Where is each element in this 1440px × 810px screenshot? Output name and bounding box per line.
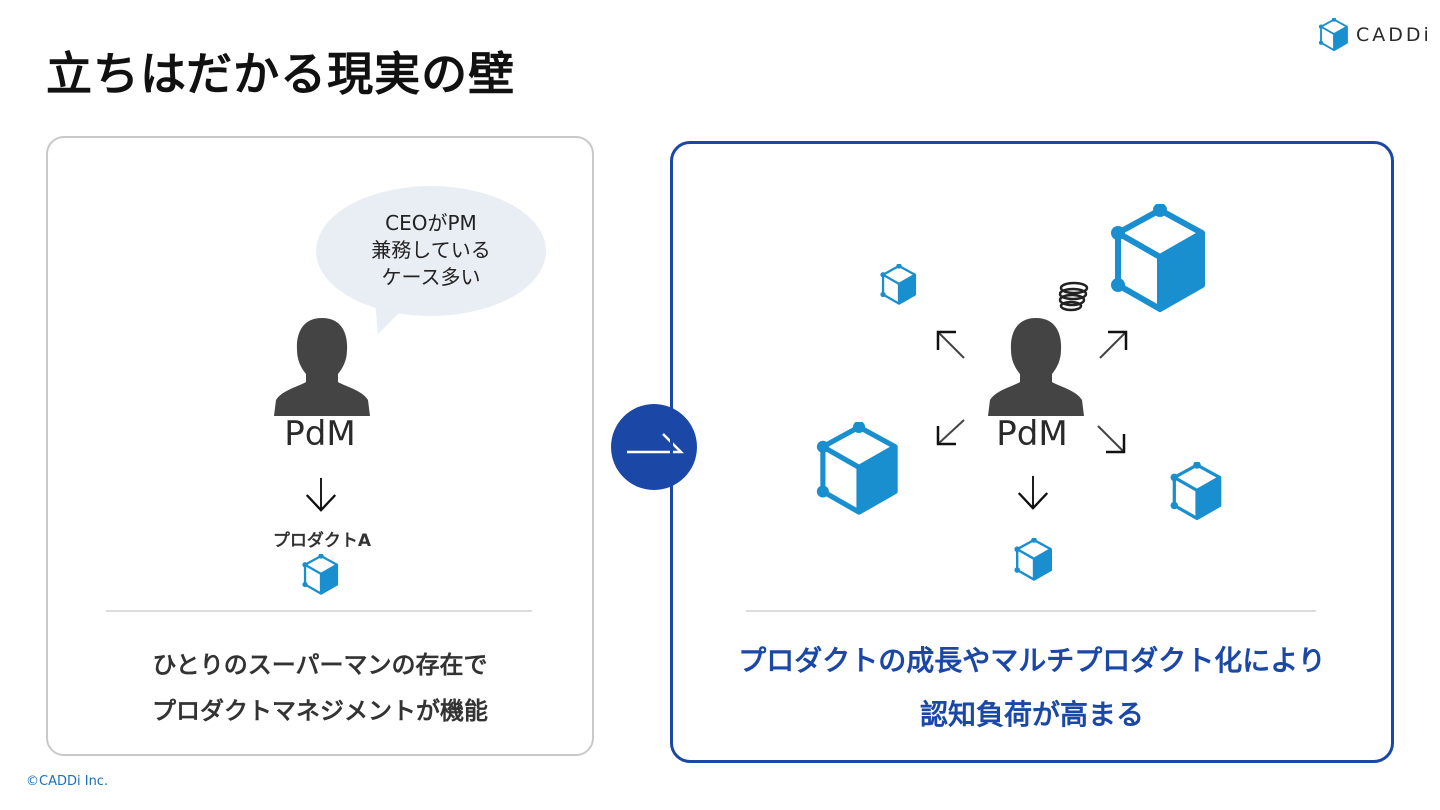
caption-line: 認知負荷が高まる — [919, 698, 1144, 731]
pdm-label: PdM — [996, 414, 1068, 454]
bubble-line: ケース多い — [381, 265, 481, 289]
caddi-cube-icon — [1318, 18, 1350, 52]
right-arrow-icon — [627, 433, 685, 454]
down-arrow-icon — [1014, 474, 1052, 512]
arrow-down-right-icon — [1097, 425, 1126, 454]
small-cube-icon — [880, 264, 918, 306]
arrow-up-left-icon — [936, 330, 965, 359]
right-divider — [746, 610, 1316, 612]
company-logo: CADDi — [1318, 18, 1432, 52]
transition-arrow-circle — [611, 404, 697, 490]
down-arrow-icon — [302, 476, 340, 514]
bubble-line: 兼務している — [371, 238, 491, 262]
product-a-label: プロダクトA — [272, 531, 372, 551]
caption-line: ひとりのスーパーマンの存在で — [152, 651, 488, 679]
right-caption: プロダクトの成長やマルチプロダクト化により 認知負荷が高まる — [690, 634, 1374, 742]
left-caption: ひとりのスーパーマンの存在で プロダクトマネジメントが機能 — [60, 642, 580, 734]
arrow-up-right-icon — [1099, 330, 1128, 359]
copyright: ©CADDi Inc. — [26, 774, 109, 789]
caption-line: プロダクトマネジメントが機能 — [152, 697, 488, 725]
pdm-label: PdM — [284, 414, 356, 454]
arrow-down-left-icon — [936, 419, 965, 446]
page-title: 立ちはだかる現実の壁 — [46, 47, 516, 101]
left-divider — [106, 610, 532, 612]
large-cube-icon — [1110, 204, 1210, 316]
small-cube-icon — [1014, 538, 1054, 582]
large-cube-icon — [816, 422, 902, 518]
left-panel — [46, 136, 594, 756]
right-panel — [670, 141, 1394, 763]
product-cube-icon — [302, 554, 340, 596]
bubble-line: CEOがPM — [385, 211, 477, 235]
logo-text: CADDi — [1356, 24, 1432, 46]
person-icon — [272, 316, 372, 416]
speech-bubble-text: CEOがPM 兼務している ケース多い — [316, 210, 546, 291]
speech-bubble — [316, 186, 546, 316]
person-icon — [986, 316, 1086, 416]
caption-line: プロダクトの成長やマルチプロダクト化により — [738, 644, 1326, 677]
confusion-scribble-icon — [1058, 281, 1089, 312]
medium-cube-icon — [1170, 462, 1224, 522]
speech-bubble-tail — [374, 290, 418, 334]
